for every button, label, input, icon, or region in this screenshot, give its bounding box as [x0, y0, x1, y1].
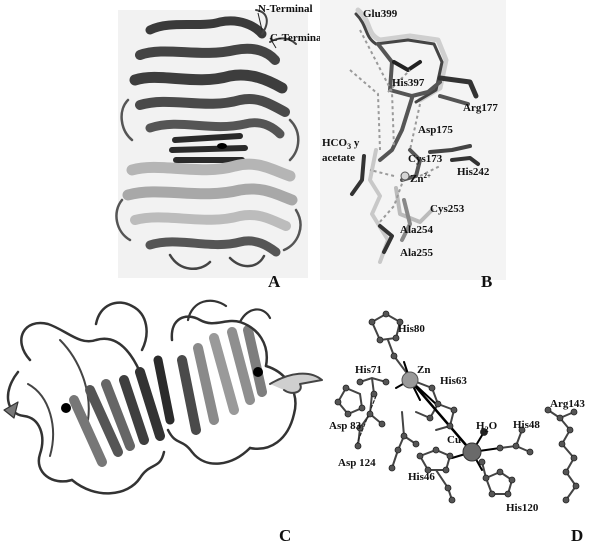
his48-label: His48 — [513, 419, 540, 431]
cys253-label: Cys253 — [430, 203, 465, 215]
cu-label: Cu — [447, 434, 461, 446]
asp175-label: Asp175 — [418, 124, 453, 136]
his46-label: His46 — [408, 471, 435, 483]
zinc-ion-d — [401, 371, 419, 389]
panel-c-letter: C — [279, 526, 291, 545]
c-terminal-label: C-Terminal — [270, 32, 325, 44]
his397-label: His397 — [392, 77, 425, 89]
panel-a: N-Terminal C-Terminal A — [115, 3, 325, 291]
his120-label: His120 — [506, 502, 539, 514]
panel-a-protein-structure — [115, 9, 302, 270]
his80-label: His80 — [398, 323, 425, 335]
panel-d-ball-and-stick — [336, 312, 578, 501]
zn-label-b: Zn2+ — [410, 172, 431, 185]
copper-ion-d — [462, 442, 482, 462]
zinc-ion-b — [400, 171, 410, 181]
panel-a-letter: A — [268, 272, 281, 291]
n-terminal-annotation: N-Terminal — [257, 3, 313, 31]
ala255-label: Ala255 — [400, 247, 434, 259]
panel-d: His80 His71 Zn His63 Asp 83 H2O Cu His48… — [329, 310, 585, 545]
arg143-label: Arg143 — [550, 398, 585, 410]
panel-b-active-site-sticks — [350, 7, 480, 264]
panel-c: C — [3, 299, 323, 545]
acetate-label: acetate — [322, 152, 355, 164]
panel-c-protein-structure — [3, 299, 323, 495]
h2o-label: H2O — [476, 420, 498, 434]
his242-label: His242 — [457, 166, 490, 178]
panel-d-letter: D — [571, 526, 583, 545]
c-terminal-annotation: C-Terminal — [269, 32, 325, 49]
zn-label-d: Zn — [417, 364, 430, 376]
cys173-label: Cys173 — [408, 153, 443, 165]
asp124-label: Asp 124 — [338, 457, 376, 469]
his71-label: His71 — [355, 364, 382, 376]
arg177-label: Arg177 — [463, 102, 498, 114]
n-terminal-label: N-Terminal — [258, 3, 313, 15]
hco3-label: HCO3 y — [322, 137, 360, 151]
panel-d-atoms — [334, 310, 580, 504]
panel-b: Glu399 His397 Arg177 Asp175 HCO3 y aceta… — [320, 0, 506, 291]
glu399-label: Glu399 — [363, 8, 398, 20]
his63-label: His63 — [440, 375, 467, 387]
asp83-label: Asp 83 — [329, 420, 362, 432]
panel-b-hbond-dashes — [349, 29, 441, 225]
ala254-label: Ala254 — [400, 224, 434, 236]
panel-b-letter: B — [481, 272, 492, 291]
